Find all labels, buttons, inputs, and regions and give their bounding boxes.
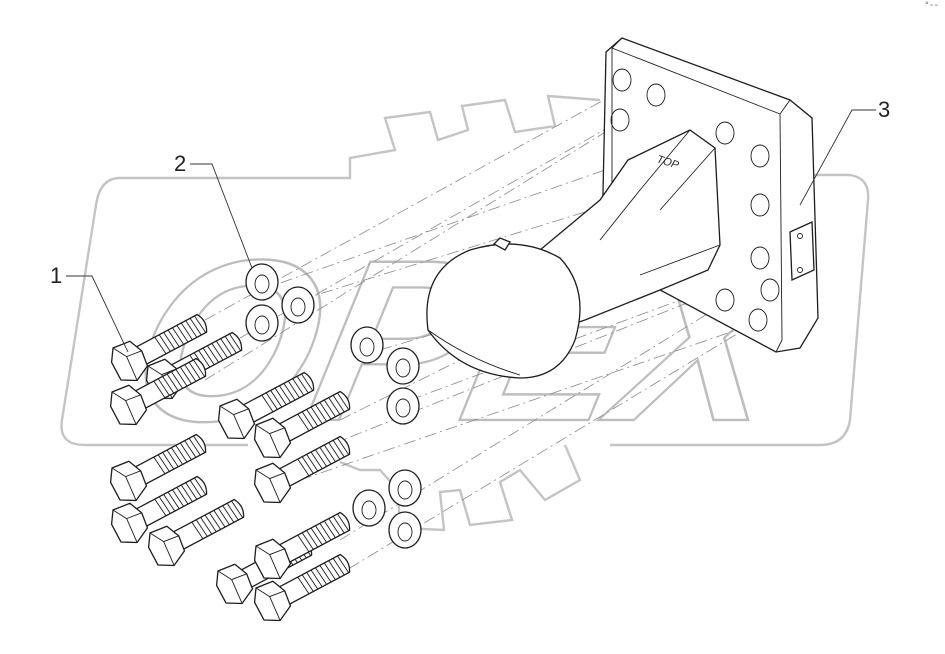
callout-leader-2: [190, 163, 253, 269]
bolt: [147, 498, 245, 567]
washer: [245, 304, 279, 342]
callouts: 1 2 3: [50, 97, 890, 353]
housing-dome: [426, 243, 581, 379]
bolt: [253, 435, 351, 504]
washer: [388, 469, 422, 507]
corner-mark: ᐤ--: [924, 0, 939, 11]
tow-hitch-housing: TOP: [426, 37, 819, 379]
washer: [388, 511, 422, 549]
bolt: [110, 475, 208, 544]
callout-label-1: 1: [50, 263, 62, 288]
flange-bolt-holes: [610, 68, 780, 332]
bolt: [109, 357, 207, 426]
bolt: [110, 313, 208, 382]
washer: [386, 347, 420, 385]
bolt: [253, 511, 351, 580]
washers: [245, 263, 422, 549]
washer: [245, 263, 279, 301]
bolt: [217, 371, 315, 440]
callout-label-2: 2: [174, 151, 186, 176]
callout-label-3: 3: [878, 97, 890, 122]
bolt: [109, 433, 207, 502]
washer: [281, 286, 315, 324]
washer: [350, 326, 384, 364]
bolts: [109, 313, 351, 622]
watermark-gear-outline: [60, 94, 870, 532]
housing-side-plate: [789, 221, 815, 281]
bolt: [253, 553, 351, 622]
washer: [352, 489, 386, 527]
callout-leader-3: [799, 109, 876, 206]
washer: [386, 387, 420, 425]
bolt: [253, 390, 351, 459]
callout-leader-1: [66, 275, 129, 353]
